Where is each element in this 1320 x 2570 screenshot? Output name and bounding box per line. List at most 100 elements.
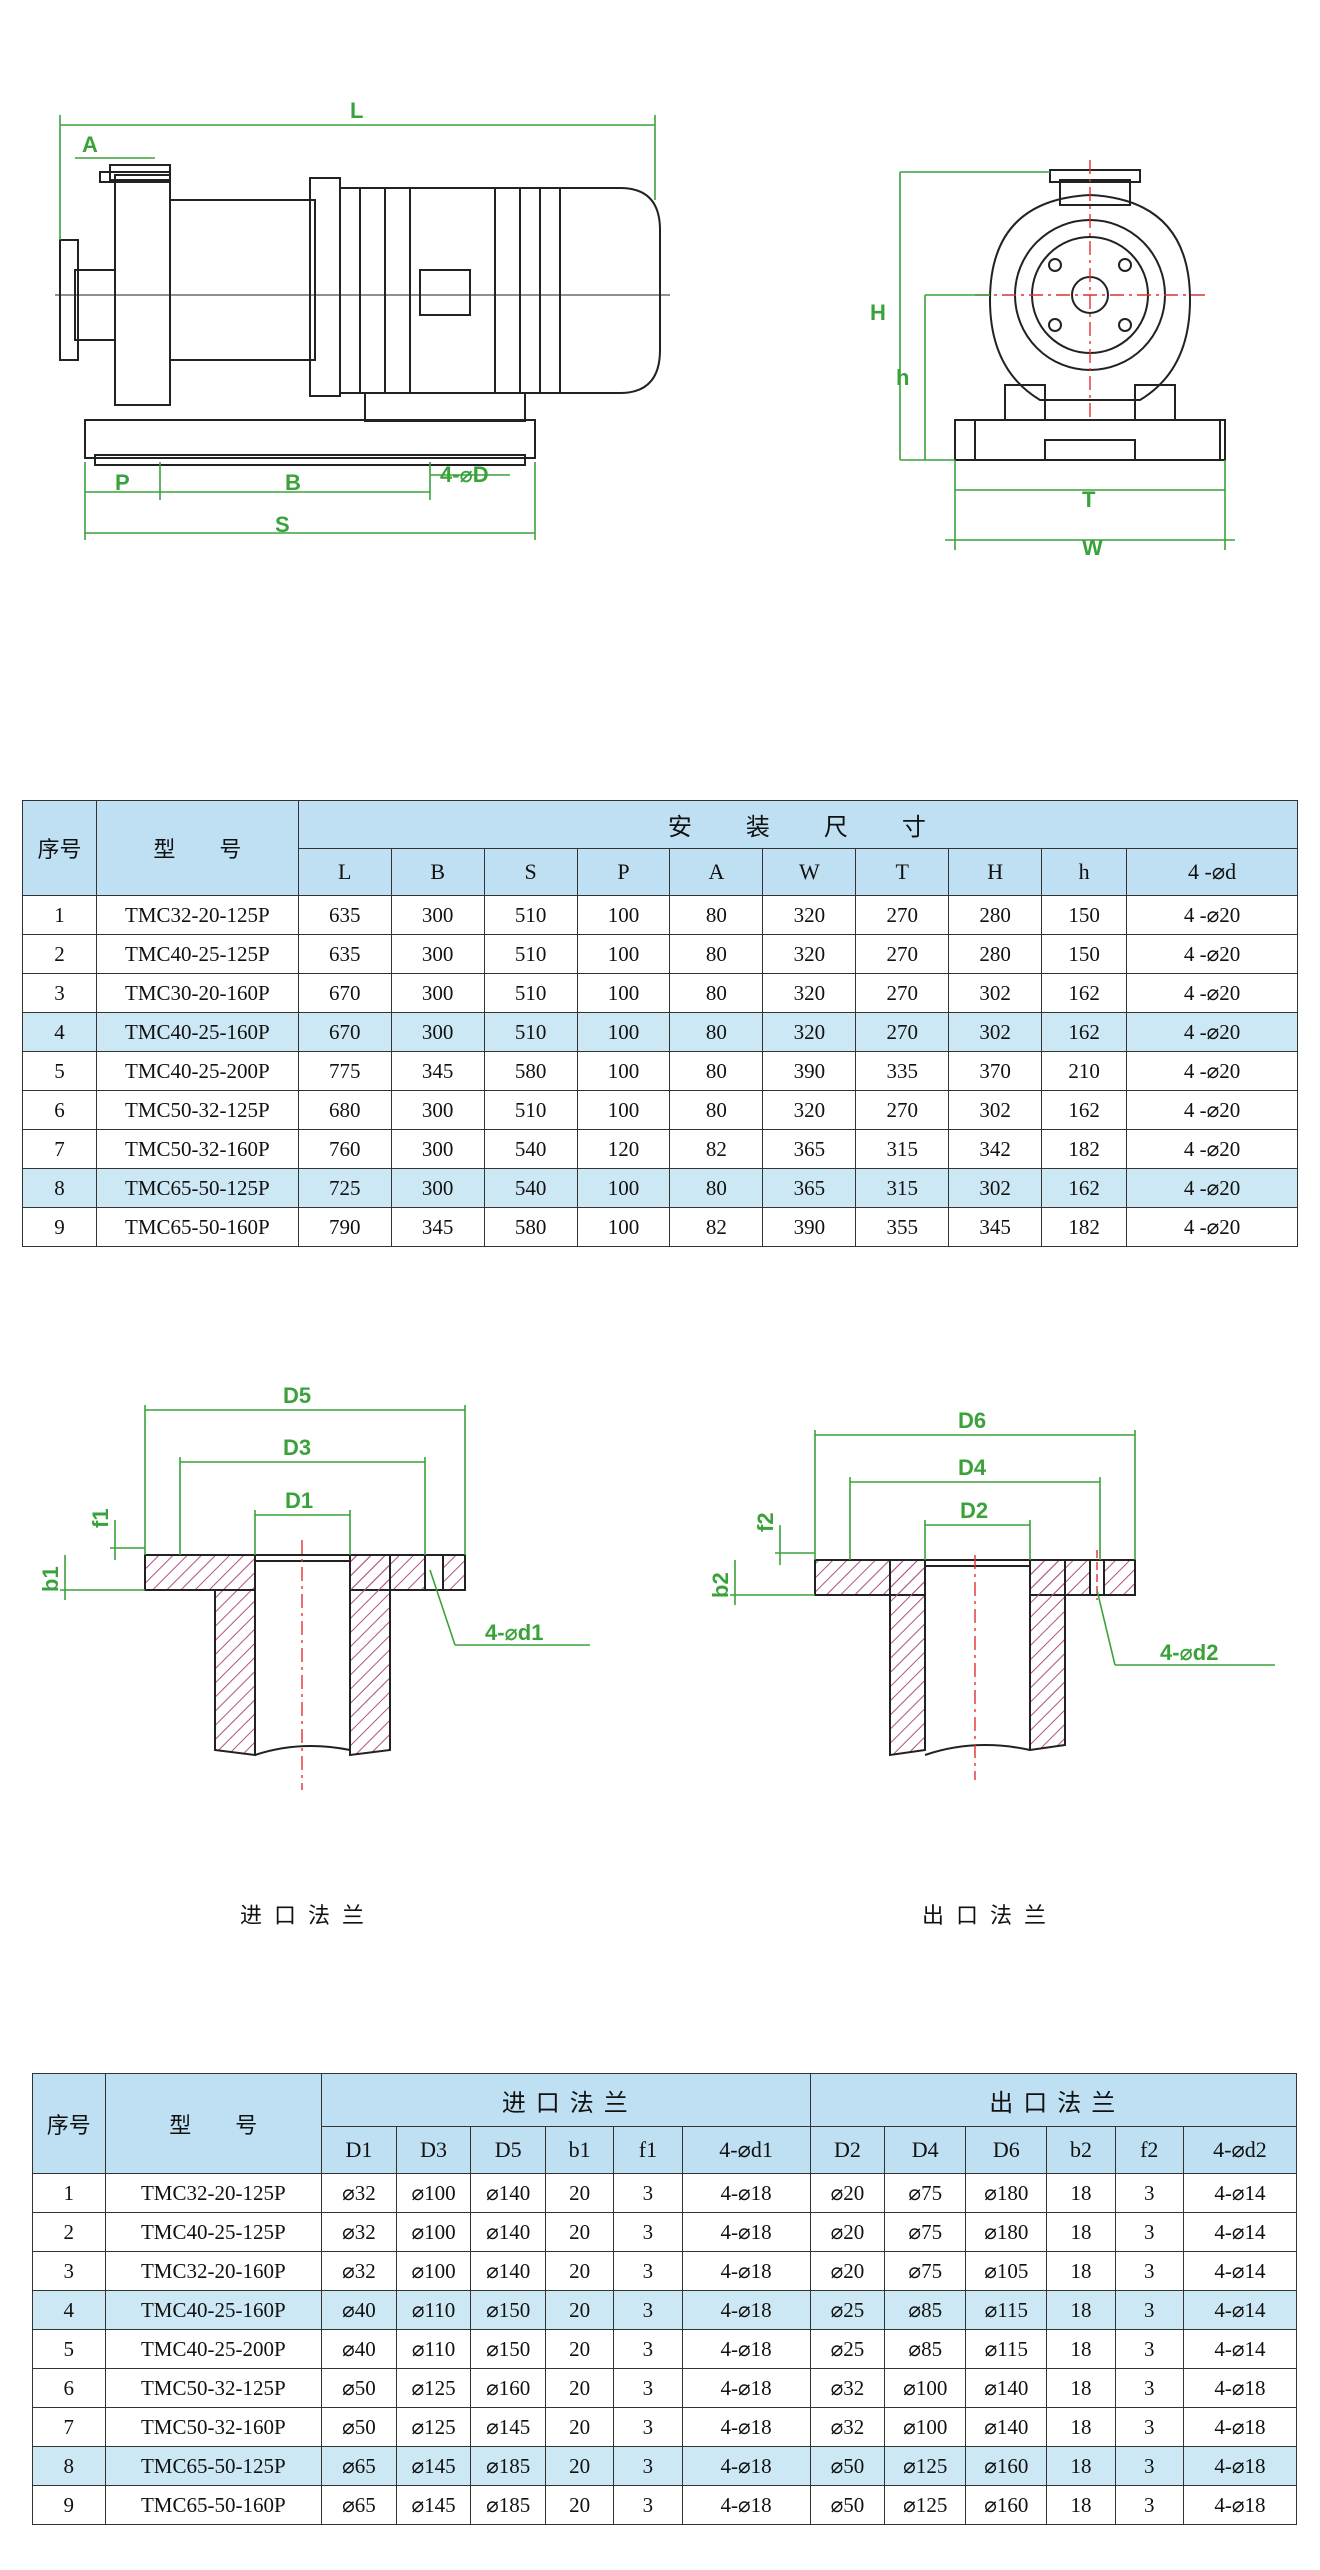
inlet-value-cell: 4-⌀18 — [681, 2251, 811, 2291]
value-cell: 4 -⌀20 — [1126, 1051, 1298, 1091]
outlet-value-cell: 4-⌀18 — [1182, 2368, 1298, 2408]
outlet-col-header: D6 — [965, 2126, 1048, 2174]
model-cell: TMC40-25-200P — [104, 2329, 323, 2369]
value-cell: 302 — [948, 1012, 1043, 1052]
outlet-value-cell: 4-⌀14 — [1182, 2212, 1298, 2252]
seq-cell: 5 — [22, 1051, 97, 1091]
seq-cell: 3 — [22, 973, 97, 1013]
value-cell: 4 -⌀20 — [1126, 1207, 1298, 1247]
inlet-value-cell: ⌀100 — [395, 2251, 472, 2291]
dim-label-L: L — [350, 98, 363, 123]
inlet-value-cell: ⌀40 — [321, 2329, 397, 2369]
value-cell: 270 — [855, 895, 950, 935]
inlet-value-cell: ⌀160 — [470, 2368, 547, 2408]
value-cell: 315 — [855, 1168, 950, 1208]
install-col-header: H — [948, 848, 1043, 896]
inlet-value-cell: 20 — [545, 2407, 615, 2447]
side-dimensions — [59, 115, 656, 540]
outlet-value-cell: ⌀85 — [884, 2290, 967, 2330]
inlet-value-cell: ⌀100 — [395, 2212, 472, 2252]
flange-drawings: D5 D3 D1 f1 b1 4-⌀d1 D6 D4 D2 f2 b2 4-⌀d… — [38, 1383, 1275, 1790]
value-cell: 270 — [855, 934, 950, 974]
seq-cell: 6 — [32, 2368, 106, 2408]
inlet-value-cell: ⌀125 — [395, 2407, 472, 2447]
value-cell: 4 -⌀20 — [1126, 895, 1298, 935]
outlet-value-cell: 4-⌀14 — [1182, 2251, 1298, 2291]
inlet-value-cell: 20 — [545, 2212, 615, 2252]
value-cell: 300 — [390, 1129, 485, 1169]
outlet-value-cell: 18 — [1046, 2446, 1116, 2486]
dim-label-D1: D1 — [285, 1488, 313, 1513]
seq-cell: 3 — [32, 2251, 106, 2291]
outlet-value-cell: ⌀32 — [809, 2407, 886, 2447]
inlet-value-cell: 3 — [613, 2329, 683, 2369]
value-cell: 580 — [483, 1207, 578, 1247]
inlet-col-header: 4-⌀d1 — [681, 2126, 811, 2174]
value-cell: 580 — [483, 1051, 578, 1091]
outlet-col-header: b2 — [1046, 2126, 1116, 2174]
value-cell: 370 — [948, 1051, 1043, 1091]
outlet-value-cell: ⌀125 — [884, 2446, 967, 2486]
seq-cell: 4 — [22, 1012, 97, 1052]
value-cell: 670 — [297, 973, 392, 1013]
value-cell: 302 — [948, 1168, 1043, 1208]
dim-label-D3: D3 — [283, 1435, 311, 1460]
dim-label-b1: b1 — [38, 1566, 63, 1592]
value-cell: 210 — [1041, 1051, 1128, 1091]
inlet-value-cell: ⌀150 — [470, 2329, 547, 2369]
pump-front-view — [954, 169, 1226, 461]
value-cell: 80 — [669, 1168, 764, 1208]
inlet-value-cell: 20 — [545, 2446, 615, 2486]
install-col-header: B — [390, 848, 485, 896]
outlet-value-cell: 18 — [1046, 2368, 1116, 2408]
value-cell: 345 — [390, 1207, 485, 1247]
value-cell: 270 — [855, 1090, 950, 1130]
pump-assembly-drawing: L A P B 4-⌀D S H h T W — [55, 98, 1235, 560]
model-cell: TMC40-25-200P — [95, 1051, 299, 1091]
value-cell: 100 — [576, 1168, 671, 1208]
value-cell: 510 — [483, 1012, 578, 1052]
outlet-value-cell: ⌀160 — [965, 2485, 1048, 2525]
value-cell: 80 — [669, 895, 764, 935]
model-cell: TMC50-32-125P — [104, 2368, 323, 2408]
value-cell: 510 — [483, 1090, 578, 1130]
outlet-value-cell: ⌀115 — [965, 2290, 1048, 2330]
value-cell: 150 — [1041, 934, 1128, 974]
install-model-header: 型 号 — [95, 800, 299, 896]
outlet-value-cell: 4-⌀14 — [1182, 2173, 1298, 2213]
value-cell: 345 — [948, 1207, 1043, 1247]
outlet-value-cell: ⌀100 — [884, 2407, 967, 2447]
value-cell: 100 — [576, 1012, 671, 1052]
value-cell: 635 — [297, 895, 392, 935]
value-cell: 100 — [576, 895, 671, 935]
inlet-value-cell: 4-⌀18 — [681, 2368, 811, 2408]
value-cell: 790 — [297, 1207, 392, 1247]
value-cell: 540 — [483, 1168, 578, 1208]
outlet-value-cell: 4-⌀18 — [1182, 2446, 1298, 2486]
seq-cell: 5 — [32, 2329, 106, 2369]
value-cell: 302 — [948, 973, 1043, 1013]
model-cell: TMC65-50-125P — [104, 2446, 323, 2486]
outlet-col-header: 4-⌀d2 — [1182, 2126, 1298, 2174]
inlet-value-cell: ⌀140 — [470, 2212, 547, 2252]
inlet-value-cell: 3 — [613, 2290, 683, 2330]
model-cell: TMC32-20-125P — [104, 2173, 323, 2213]
value-cell: 80 — [669, 973, 764, 1013]
value-cell: 4 -⌀20 — [1126, 1168, 1298, 1208]
inlet-value-cell: 4-⌀18 — [681, 2407, 811, 2447]
value-cell: 100 — [576, 934, 671, 974]
value-cell: 390 — [762, 1207, 857, 1247]
inlet-flange-caption: 进口法兰 — [240, 1904, 377, 1929]
value-cell: 280 — [948, 895, 1043, 935]
inlet-value-cell: 3 — [613, 2446, 683, 2486]
dim-label-P: P — [115, 470, 130, 495]
model-cell: TMC50-32-160P — [104, 2407, 323, 2447]
outlet-value-cell: 3 — [1114, 2485, 1184, 2525]
value-cell: 150 — [1041, 895, 1128, 935]
inlet-value-cell: ⌀185 — [470, 2485, 547, 2525]
